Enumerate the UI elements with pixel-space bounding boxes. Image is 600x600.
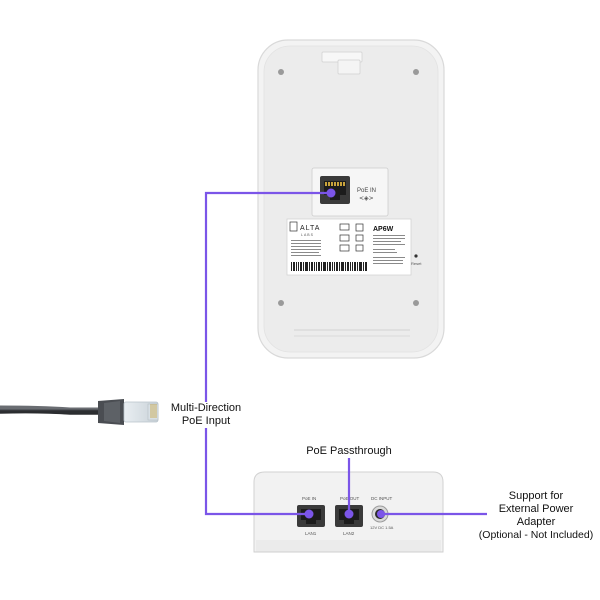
lan2-label: LAN2	[343, 531, 355, 536]
reset-label: Reset	[411, 261, 422, 266]
connector-lines	[204, 191, 487, 516]
lan1-dot	[304, 509, 314, 519]
connector-dots	[304, 188, 385, 519]
bottom-poe-in-label: PoE IN	[302, 496, 316, 501]
poe-in-label: PoE IN	[357, 188, 376, 194]
bottom-dc-input-label: DC INPUT	[371, 496, 393, 501]
model-label: AP6W	[373, 226, 394, 233]
multi-direction-callout: Multi-Direction PoE Input	[160, 402, 252, 428]
ethernet-port-icon	[320, 176, 350, 204]
external-power-line-4: (Optional - Not Included)	[478, 529, 594, 541]
multi-direction-line-2: PoE Input	[181, 415, 231, 427]
brand-logo: ALTA	[300, 225, 320, 232]
dc-input-dot	[377, 510, 385, 518]
reset-button	[414, 254, 418, 258]
poe-input-line	[204, 191, 331, 516]
external-power-callout: Support for External Power Adapter (Opti…	[476, 490, 596, 542]
dc-spec-label: 12V DC 1.5A	[370, 525, 394, 530]
access-point-back: PoE IN <◈> ALTA LABS AP6W	[257, 39, 445, 359]
rj45-plug-icon	[98, 399, 159, 425]
port-marks-label: <◈>	[359, 195, 374, 202]
brand-sub: LABS	[301, 233, 314, 237]
ethernet-cable	[0, 399, 159, 425]
lan1-label: LAN1	[305, 531, 317, 536]
screw-icon	[413, 300, 419, 306]
multi-direction-line-1: Multi-Direction	[170, 402, 242, 414]
external-power-line-3: Adapter	[516, 516, 556, 528]
poe-in-dot	[326, 188, 336, 198]
screw-icon	[278, 69, 284, 75]
screw-icon	[278, 300, 284, 306]
poe-passthrough-callout: PoE Passthrough	[289, 445, 409, 458]
lan2-dot	[344, 509, 354, 519]
regulatory-label: ALTA LABS AP6W	[286, 218, 412, 276]
poe-passthrough-line-1: PoE Passthrough	[306, 445, 392, 457]
screw-icon	[413, 69, 419, 75]
external-power-line-2: External Power	[498, 503, 574, 515]
external-power-line-1: Support for	[508, 490, 564, 502]
